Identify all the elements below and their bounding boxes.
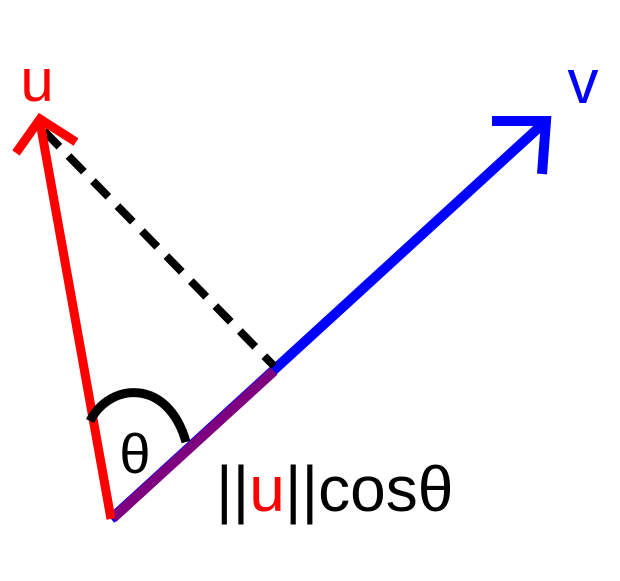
formula-vector-u: u [249, 453, 285, 525]
formula-prefix: || [216, 453, 249, 525]
formula-suffix: ||cosθ [285, 453, 453, 525]
v-vector-label: v [568, 48, 599, 117]
projection-length-formula: ||u||cosθ [216, 453, 453, 525]
u-vector-label: u [20, 47, 53, 114]
perpendicular-dashed-line [41, 128, 277, 369]
u-arrowhead [12, 112, 79, 156]
theta-label: θ [119, 422, 150, 485]
u-vector-line [35, 121, 116, 520]
angle-arc [85, 388, 191, 444]
projection-segment [109, 367, 278, 522]
v-arrowhead [492, 116, 552, 175]
